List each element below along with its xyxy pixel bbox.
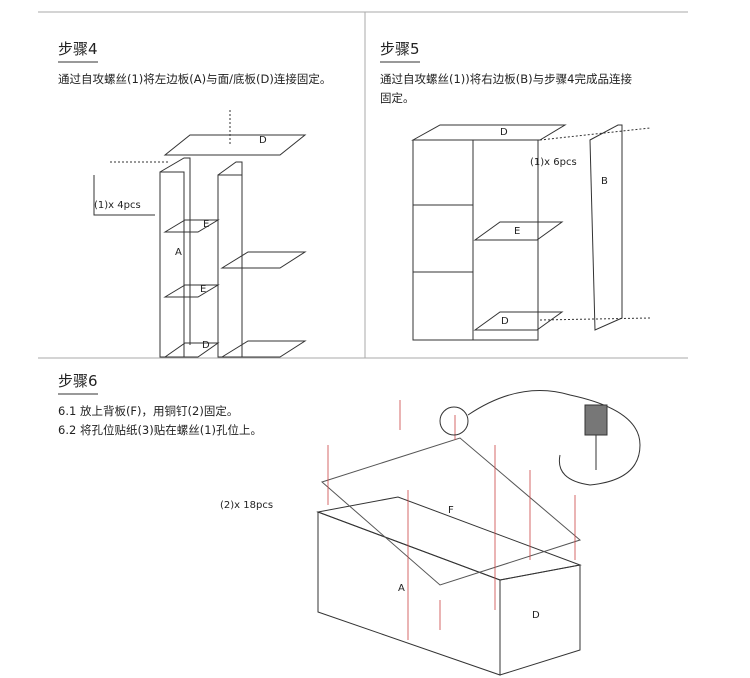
- step5-instruction: 通过自攻螺丝(1))将右边板(B)与步骤4完成品连接固定。: [380, 70, 632, 108]
- instruction-line: 固定。: [380, 91, 415, 105]
- step4-diagram: [93, 110, 307, 358]
- instruction-line: 6.1 放上背板(F)，用铜钉(2)固定。: [58, 404, 239, 418]
- label-d: D: [259, 135, 267, 146]
- label-e: E: [200, 284, 207, 295]
- step5-diagram: [411, 124, 651, 341]
- label-e: E: [203, 219, 210, 230]
- label-d: D: [501, 316, 509, 327]
- nail-count: (2)x 18pcs: [220, 500, 274, 511]
- label-b: B: [601, 176, 608, 187]
- instruction-line: 6.2 将孔位贴纸(3)贴在螺丝(1)孔位上。: [58, 423, 263, 437]
- label-d: D: [500, 127, 508, 138]
- label-e: E: [514, 226, 521, 237]
- step6-title: 步骤6: [58, 370, 98, 395]
- step6-instructions: 6.1 放上背板(F)，用铜钉(2)固定。 6.2 将孔位贴纸(3)贴在螺丝(1)…: [58, 402, 262, 440]
- label-a: A: [175, 247, 182, 258]
- step4-title: 步骤4: [58, 38, 98, 63]
- label-f: F: [448, 505, 454, 516]
- label-a: A: [398, 583, 405, 594]
- label-d: D: [532, 610, 540, 621]
- screw-count: (1)x 4pcs: [94, 200, 141, 211]
- step6-diagram: [316, 390, 641, 676]
- instruction-line: 通过自攻螺丝(1))将右边板(B)与步骤4完成品连接: [380, 72, 632, 86]
- screw-count: (1)x 6pcs: [530, 157, 577, 168]
- step4-instruction: 通过自攻螺丝(1)将左边板(A)与面/底板(D)连接固定。: [58, 72, 332, 86]
- label-d: D: [202, 340, 210, 351]
- step5-title: 步骤5: [380, 38, 420, 63]
